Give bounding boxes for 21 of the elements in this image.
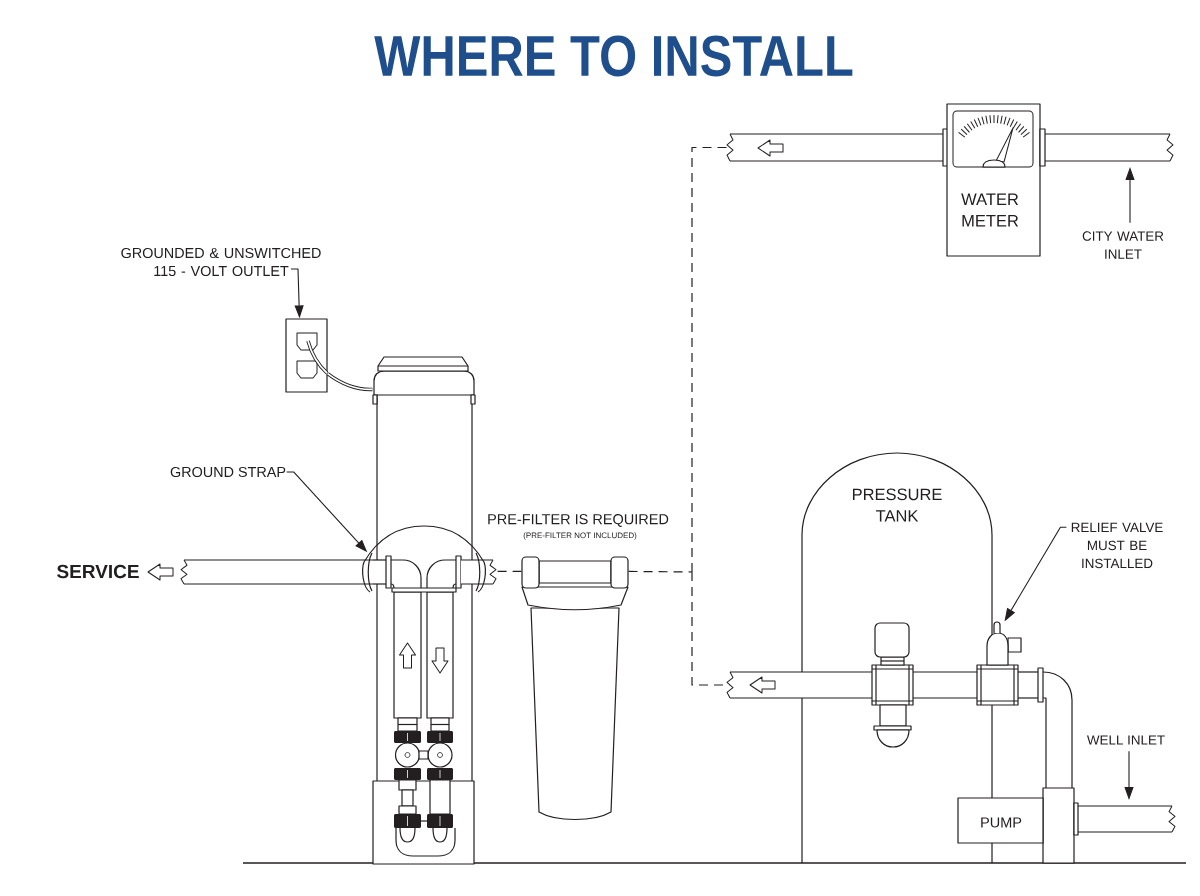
pipe xyxy=(726,671,873,699)
power-cord xyxy=(326,372,374,392)
pipe-label: SERVICE xyxy=(57,564,139,579)
water-meter: WATER METER xyxy=(946,103,1041,257)
callout-text: GROUNDED & UNSWITCHED 115 - VOLT OUTLET xyxy=(121,247,321,277)
title: WHERE TO INSTALL xyxy=(374,35,853,77)
filter-housing xyxy=(521,556,629,821)
dashed-line xyxy=(628,570,693,573)
wall-outlet xyxy=(285,318,329,393)
callout-text: RELIEF VALVE MUST BE INSTALLED xyxy=(1071,522,1163,569)
note-text: PRE-FILTER IS REQUIRED xyxy=(488,514,669,527)
pump: PUMP xyxy=(957,797,1044,844)
pipe xyxy=(726,128,949,167)
callout-text: CITY WATER INLET xyxy=(1082,231,1164,259)
note-text: (PRE-FILTER NOT INCLUDED) xyxy=(523,532,637,540)
callout-text: WELL INLET xyxy=(1086,735,1165,745)
relief-valve xyxy=(986,621,1022,666)
callout-text: GROUND STRAP xyxy=(170,466,286,478)
dashed-line xyxy=(691,571,730,686)
dashed-line xyxy=(497,570,522,572)
ground-strap xyxy=(362,525,486,593)
